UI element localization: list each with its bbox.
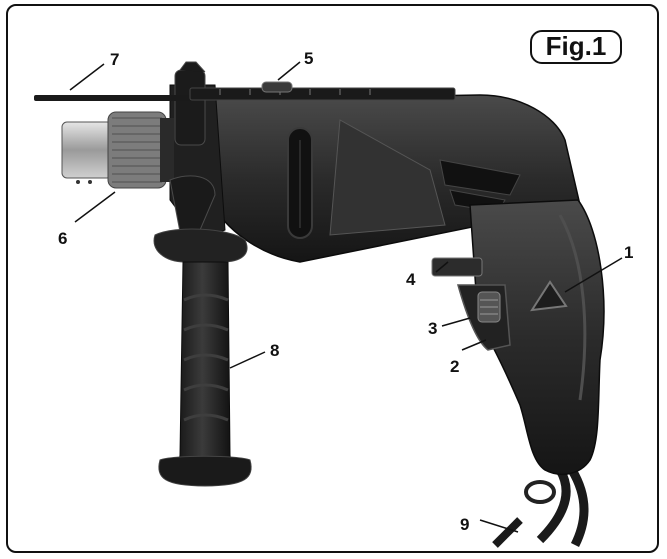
lock-on-button	[530, 280, 568, 312]
callout-1: 1	[624, 243, 633, 262]
callout-5: 5	[304, 49, 313, 68]
depth-gauge-rod	[34, 95, 194, 101]
grip-highlight	[558, 214, 587, 401]
housing-panel	[329, 119, 446, 236]
auxiliary-handle	[153, 175, 252, 487]
callout-2: 2	[450, 357, 459, 376]
leader-lines	[69, 61, 623, 533]
figure-frame	[6, 4, 659, 553]
figure-label: Fig.1	[530, 30, 622, 64]
depth-scale-bar	[189, 87, 456, 101]
pistol-grip	[469, 199, 605, 476]
callout-9: 9	[460, 515, 469, 534]
rotation-switch	[431, 257, 483, 277]
handle-clamp	[174, 69, 206, 146]
power-cord	[492, 467, 589, 548]
drill-chuck	[61, 111, 174, 189]
callout-7: 7	[110, 50, 119, 69]
callout-3: 3	[428, 319, 437, 338]
hammer-selector	[261, 81, 293, 93]
callout-8: 8	[270, 341, 279, 360]
callout-6: 6	[58, 229, 67, 248]
callout-4: 4	[406, 270, 416, 289]
air-vents	[287, 127, 313, 239]
